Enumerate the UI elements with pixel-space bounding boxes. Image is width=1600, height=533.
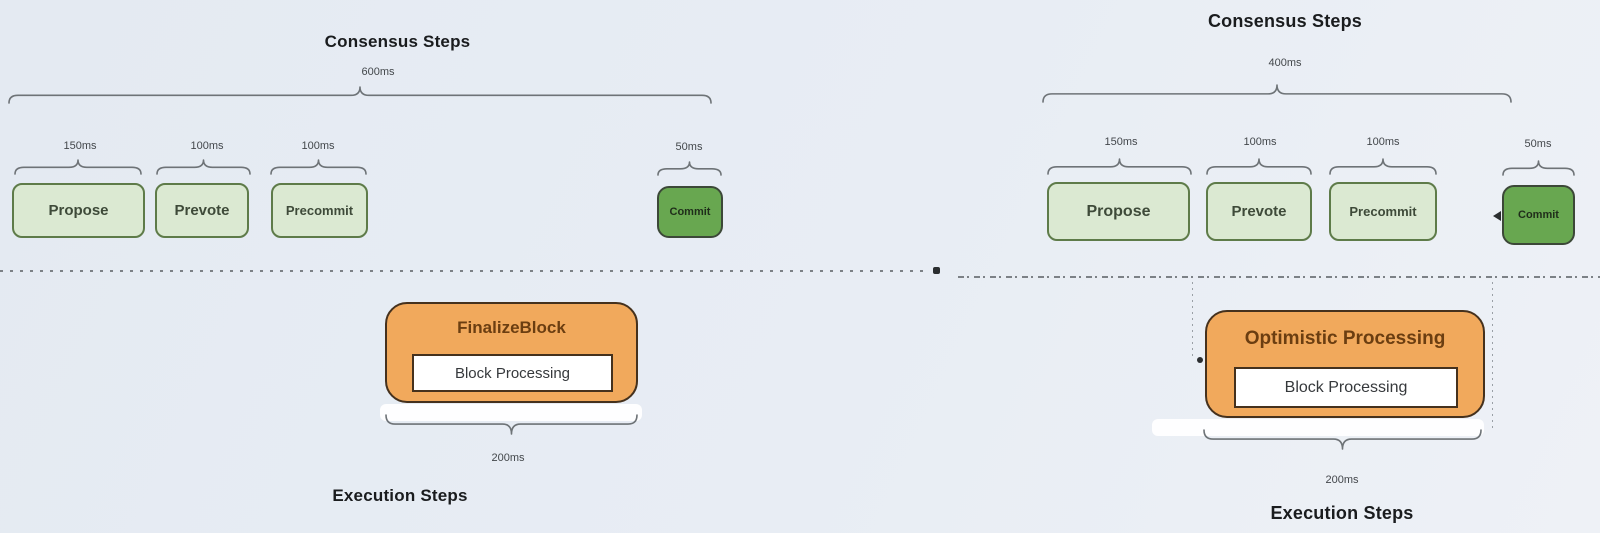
left-execution-brace [385,414,638,435]
left-prevote-duration: 100ms [190,140,224,152]
left-precommit-duration: 100ms [301,140,335,152]
left-prevote-box: Prevote [155,183,249,238]
right-commit-duration: 50ms [1524,138,1552,150]
separator-dashed-line-left [0,270,930,272]
right-consensus-steps-title: Consensus Steps [1207,11,1363,31]
left-propose-duration: 150ms [63,140,97,152]
optimistic-processing-box: Optimistic Processing Block Processing [1205,310,1485,418]
commit-connector-arrow [1493,211,1501,221]
left-commit-brace [657,161,722,176]
left-total-brace [8,86,712,104]
left-consensus-steps-title: Consensus Steps [324,32,471,51]
right-propose-duration: 150ms [1104,136,1138,148]
right-prevote-box: Prevote [1206,182,1312,241]
finalize-block-box: FinalizeBlock Block Processing [385,302,638,403]
right-overlap-dotted-line-left [1192,282,1193,358]
left-propose-box: Propose [12,183,145,238]
right-precommit-brace [1329,158,1437,175]
left-block-processing-box: Block Processing [412,354,613,392]
right-overlap-dotted-line-right [1492,282,1493,428]
optimistic-connector-dot [1197,357,1203,363]
left-prevote-brace [156,159,251,175]
right-execution-brace [1203,429,1482,450]
left-execution-highlight-strip [380,404,642,421]
left-precommit-box: Precommit [271,183,368,238]
right-precommit-duration: 100ms [1366,136,1400,148]
left-commit-duration: 50ms [675,141,703,153]
right-propose-box: Propose [1047,182,1190,241]
separator-end-dot [933,267,940,274]
right-execution-highlight-strip [1152,419,1484,436]
left-precommit-brace [270,159,367,175]
right-commit-box: Commit [1502,185,1575,245]
right-total-duration-label: 400ms [1268,57,1302,69]
right-execution-duration: 200ms [1325,474,1359,486]
right-commit-brace [1502,160,1575,176]
left-propose-brace [14,159,142,175]
right-prevote-brace [1206,158,1312,175]
right-prevote-duration: 100ms [1243,136,1277,148]
left-commit-box: Commit [657,186,723,238]
separator-dashed-line-right [958,276,1600,278]
left-execution-steps-title: Execution Steps [332,486,468,505]
right-propose-brace [1047,158,1192,175]
right-execution-steps-title: Execution Steps [1270,503,1414,523]
finalize-block-title: FinalizeBlock [457,318,566,337]
left-total-duration-label: 600ms [361,66,395,78]
left-execution-duration: 200ms [491,452,525,464]
right-block-processing-box: Block Processing [1234,367,1458,408]
optimistic-processing-title: Optimistic Processing [1244,328,1446,349]
right-precommit-box: Precommit [1329,182,1437,241]
right-total-brace [1042,84,1512,103]
